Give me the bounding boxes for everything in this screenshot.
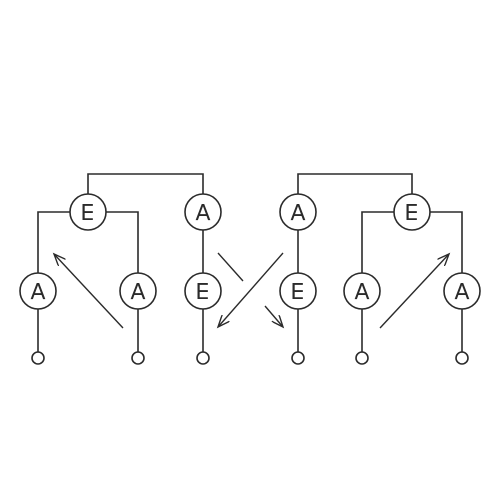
right-leaf-3 bbox=[455, 351, 469, 365]
forall-symbol: ∀ bbox=[354, 277, 369, 302]
right-exists-node-lower: ∃ bbox=[279, 272, 317, 310]
left-leaf-3 bbox=[196, 351, 210, 365]
left-tree: ∃ ∀ ∀ ∀ ∃ bbox=[19, 173, 222, 365]
right-tree: ∀ ∃ ∃ ∀ ∀ bbox=[279, 173, 481, 365]
arrows bbox=[54, 252, 449, 329]
forall-symbol: ∀ bbox=[290, 198, 305, 223]
left-forall-node: ∀ bbox=[184, 193, 222, 231]
right-leaf-2 bbox=[355, 351, 369, 365]
arrow-cross-down-right bbox=[264, 305, 283, 327]
right-root-branch-left bbox=[361, 211, 394, 274]
right-leaf-1 bbox=[291, 351, 305, 365]
left-root-branch-left bbox=[37, 211, 70, 274]
right-forall-node: ∀ bbox=[279, 193, 317, 231]
forall-symbol: ∀ bbox=[30, 277, 45, 302]
right-forall-leaf-node-2: ∀ bbox=[443, 272, 481, 310]
left-exists-root-node: ∃ bbox=[69, 193, 107, 231]
left-leaf-1 bbox=[31, 351, 45, 365]
left-root-branch-right bbox=[106, 211, 139, 274]
right-forall-leaf-node-1: ∀ bbox=[343, 272, 381, 310]
arrow-cross-down-left bbox=[218, 252, 284, 327]
left-top-connector bbox=[87, 173, 204, 195]
exists-symbol: ∃ bbox=[196, 277, 210, 302]
right-root-branch-right bbox=[430, 211, 463, 274]
exists-symbol: ∃ bbox=[405, 198, 419, 223]
exists-symbol: ∃ bbox=[291, 277, 305, 302]
arrow-right-up bbox=[379, 254, 449, 329]
left-exists-node-lower: ∃ bbox=[184, 272, 222, 310]
forall-symbol: ∀ bbox=[130, 277, 145, 302]
right-top-connector bbox=[297, 173, 413, 195]
arrow-left-up bbox=[54, 254, 124, 329]
forall-symbol: ∀ bbox=[454, 277, 469, 302]
left-forall-leaf-node-1: ∀ bbox=[19, 272, 57, 310]
exists-symbol: ∃ bbox=[81, 198, 95, 223]
arrow-cross-down-right-tail bbox=[217, 252, 244, 282]
left-leaf-2 bbox=[131, 351, 145, 365]
left-forall-leaf-node-2: ∀ bbox=[119, 272, 157, 310]
forall-symbol: ∀ bbox=[195, 198, 210, 223]
right-exists-root-node: ∃ bbox=[393, 193, 431, 231]
